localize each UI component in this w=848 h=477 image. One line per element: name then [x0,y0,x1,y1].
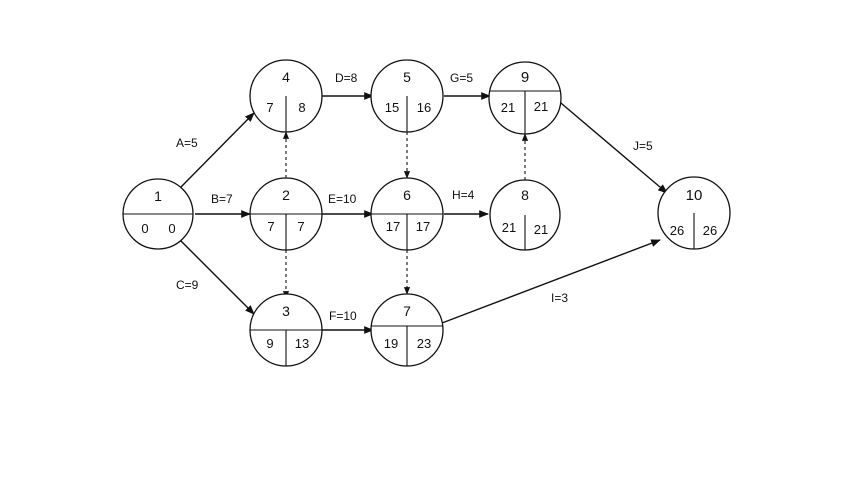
label-I: I=3 [551,291,568,305]
node-early-value: 26 [670,223,684,238]
node-number: 8 [521,187,529,203]
node-early-value: 9 [266,336,273,351]
node-number: 6 [403,187,411,203]
node-late-value: 26 [703,223,717,238]
node-9: 9 21 21 [488,61,562,135]
node-number: 7 [403,303,411,319]
node-8: 8 21 21 [489,179,561,251]
activity-labels: A=5 B=7 C=9 D=8 E=10 F=10 G=5 H=4 I=3 J=… [176,71,653,323]
node-early-value: 17 [386,219,400,234]
label-B: B=7 [211,192,233,206]
node-late-value: 21 [534,99,548,114]
node-late-value: 21 [534,222,548,237]
node-number: 1 [154,188,162,204]
arrow-J [554,97,668,194]
node-late-value: 16 [417,100,431,115]
node-early-value: 21 [502,220,516,235]
node-1: 1 0 0 [122,178,194,250]
label-A: A=5 [176,136,198,150]
activity-arrows [179,92,668,334]
node-4: 4 7 8 [249,59,323,133]
node-2: 2 7 7 [249,177,323,251]
node-6: 6 17 17 [370,177,444,251]
label-D: D=8 [335,71,358,85]
node-number: 4 [282,69,290,85]
label-G: G=5 [450,71,473,85]
node-late-value: 0 [168,221,175,236]
node-3: 3 9 13 [249,293,323,367]
arrow-I [441,239,661,324]
node-10: 10 26 26 [657,176,731,250]
label-C: C=9 [176,278,199,292]
label-F: F=10 [329,309,357,323]
arrow-A [179,112,255,189]
node-number: 3 [282,303,290,319]
label-E: E=10 [328,192,357,206]
node-7: 7 19 23 [370,293,444,367]
node-early-value: 7 [266,100,273,115]
label-J: J=5 [633,139,653,153]
node-late-value: 13 [295,336,309,351]
node-late-value: 17 [416,219,430,234]
node-number: 9 [521,69,529,86]
node-late-value: 7 [297,219,304,234]
dummy-arrows [282,131,529,299]
node-number: 10 [686,187,703,204]
node-early-value: 21 [501,100,515,115]
arrow-C [179,239,255,315]
node-early-value: 19 [384,336,398,351]
node-number: 5 [403,69,411,85]
node-early-value: 15 [385,100,399,115]
node-late-value: 23 [417,336,431,351]
node-5: 5 15 16 [370,59,444,133]
node-early-value: 7 [267,219,274,234]
label-H: H=4 [452,188,475,202]
node-early-value: 0 [141,221,148,236]
node-late-value: 8 [298,100,305,115]
node-number: 2 [282,187,290,203]
